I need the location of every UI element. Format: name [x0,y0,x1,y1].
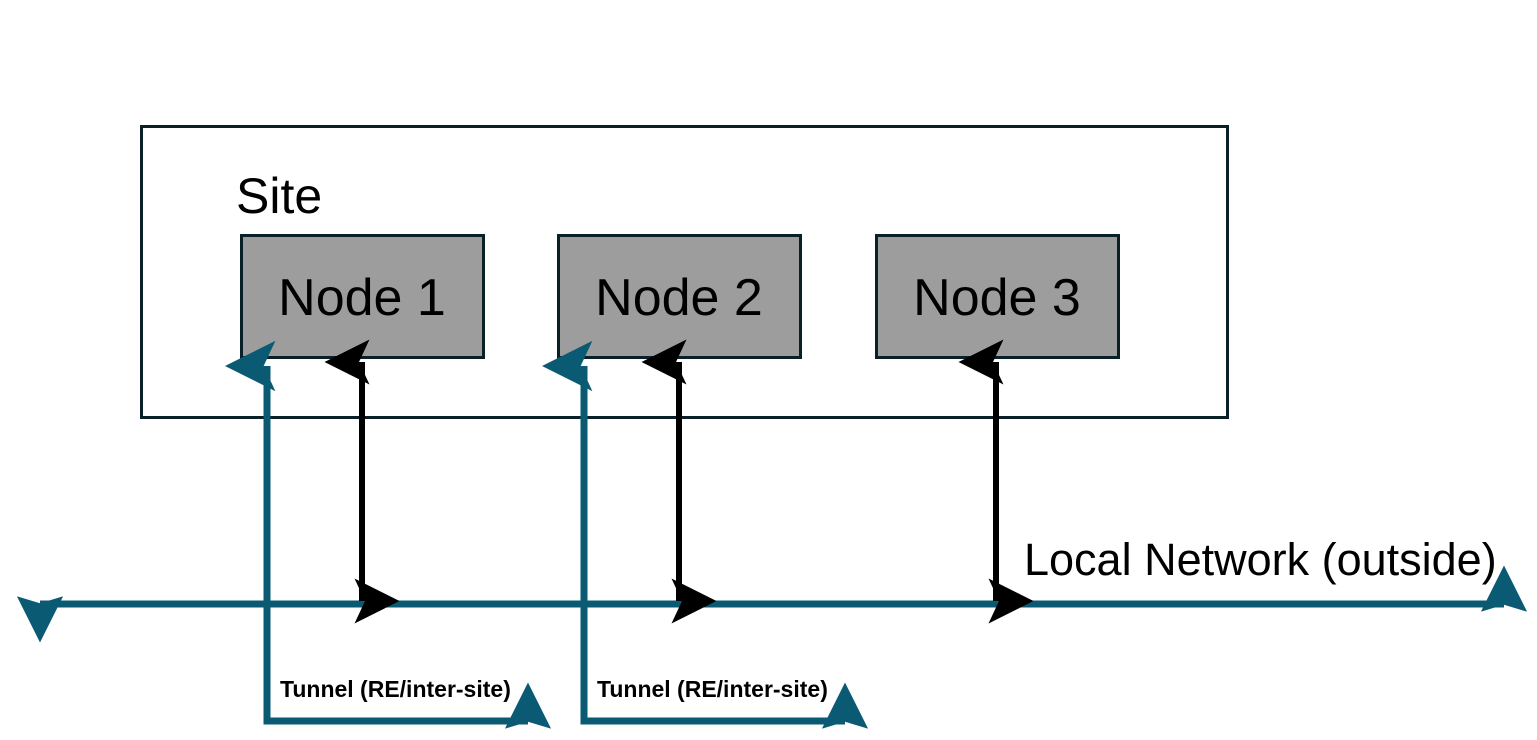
node-box-3[interactable] [875,234,1120,359]
tunnel-label-2: Tunnel (RE/inter-site) [597,676,828,702]
node-box-1[interactable] [240,234,485,359]
site-label: Site [236,168,322,224]
local-network-label: Local Network (outside) [1024,534,1497,585]
tunnel-path-2 [542,340,869,729]
node-box-2[interactable] [557,234,802,359]
tunnel-path-1 [225,340,552,729]
tunnel-label-1: Tunnel (RE/inter-site) [280,676,511,702]
node-label-2: Node 2 [595,269,763,327]
node-label-1: Node 1 [278,269,446,327]
node-label-3: Node 3 [913,269,1081,327]
